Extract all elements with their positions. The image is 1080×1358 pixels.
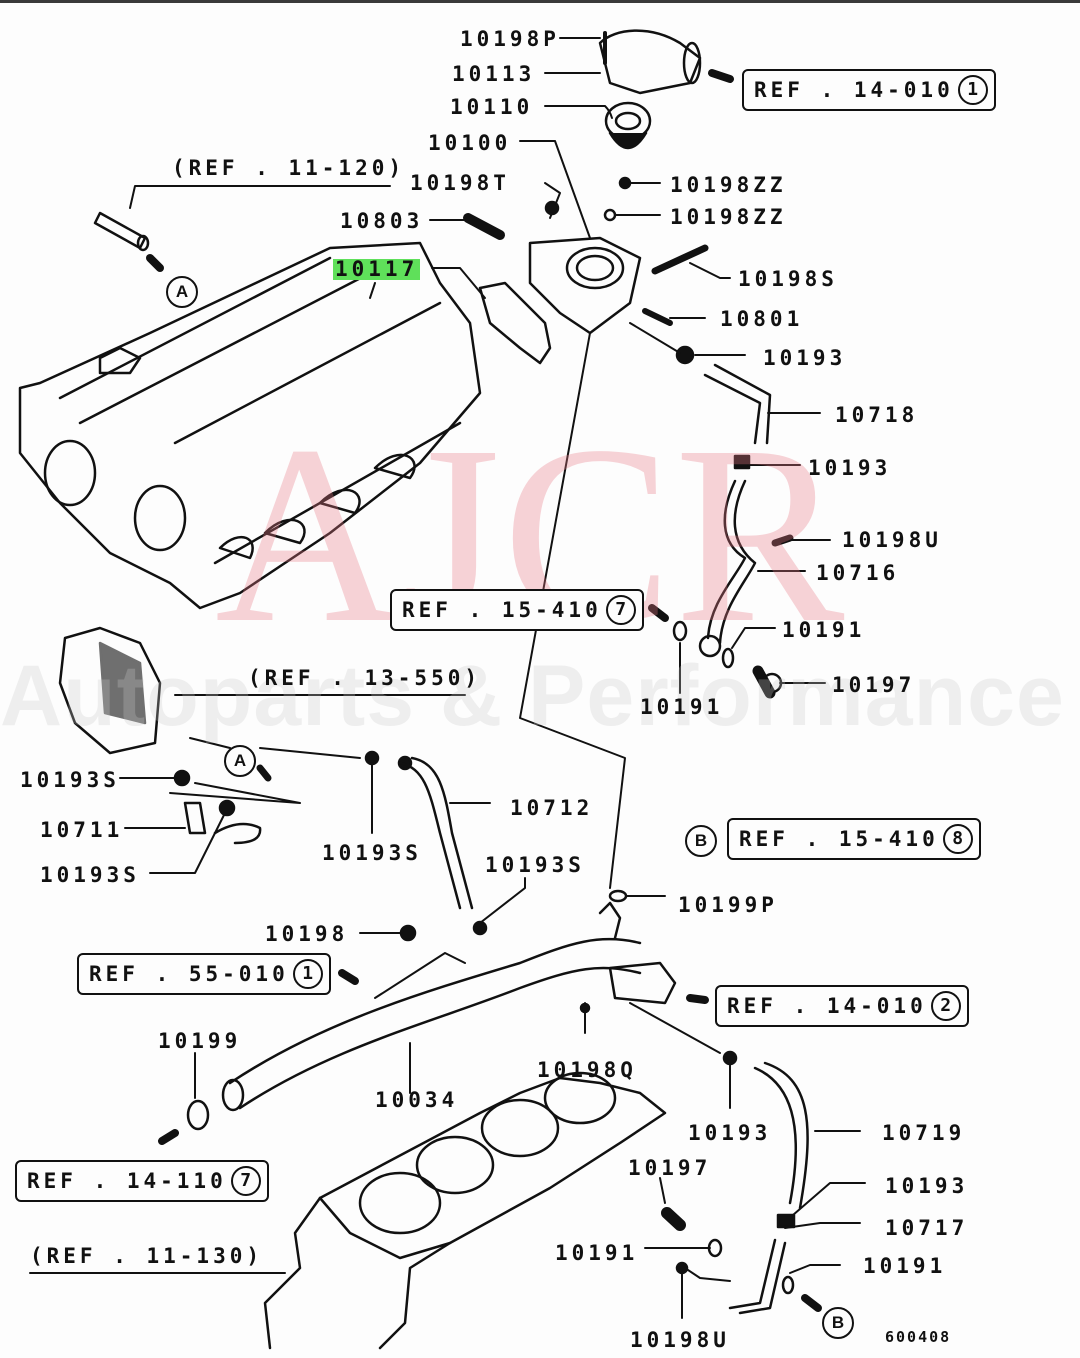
marker-b-upper: B [685, 825, 717, 857]
part-label-10719[interactable]: 10719 [882, 1121, 966, 1145]
part-label-10193-d[interactable]: 10193 [885, 1174, 969, 1198]
ref-circle-number: 1 [292, 959, 323, 989]
ref-box-14-110-7[interactable]: REF . 14-110 7 [15, 1160, 269, 1202]
part-label-10191-d[interactable]: 10191 [863, 1254, 947, 1278]
part-label-10191-c[interactable]: 10191 [555, 1241, 639, 1265]
part-label-10110[interactable]: 10110 [450, 95, 534, 119]
part-label-10193-b[interactable]: 10193 [808, 456, 892, 480]
marker-a-lower: A [224, 745, 256, 777]
part-label-10712[interactable]: 10712 [510, 796, 594, 820]
marker-a-upper: A [166, 276, 198, 308]
ref-11-130[interactable]: (REF . 11-130) [30, 1244, 264, 1268]
part-label-10193S-b[interactable]: 10193S [40, 863, 140, 887]
ref-circle-number: 7 [605, 595, 636, 625]
part-label-10718[interactable]: 10718 [835, 403, 919, 427]
part-label-10193S-d[interactable]: 10193S [485, 853, 585, 877]
ref-text: REF . 14-010 [754, 77, 954, 102]
ref-box-14-010-2[interactable]: REF . 14-010 2 [715, 985, 969, 1027]
part-label-10198U-upper[interactable]: 10198U [842, 528, 942, 552]
part-label-10198T[interactable]: 10198T [410, 171, 510, 195]
part-label-10711[interactable]: 10711 [40, 818, 124, 842]
part-label-10199[interactable]: 10199 [158, 1029, 242, 1053]
ref-box-14-010-1[interactable]: REF . 14-010 1 [742, 69, 996, 111]
marker-b-lower: B [822, 1307, 854, 1339]
ref-circle-number: 2 [930, 991, 961, 1021]
part-label-10193-a[interactable]: 10193 [763, 346, 847, 370]
part-label-10198ZZ-upper[interactable]: 10198ZZ [670, 173, 787, 197]
diagram-line-art [18, 29, 866, 1350]
part-label-10191-a[interactable]: 10191 [782, 618, 866, 642]
part-label-10198Q[interactable]: 10198Q [537, 1058, 637, 1082]
part-label-10113[interactable]: 10113 [452, 62, 536, 86]
ref-box-15-410-8[interactable]: REF . 15-410 8 [727, 818, 981, 860]
part-label-10198U-lower[interactable]: 10198U [630, 1328, 730, 1352]
part-label-10034[interactable]: 10034 [375, 1088, 459, 1112]
ref-text: REF . 55-010 [89, 961, 289, 986]
part-label-10197-upper[interactable]: 10197 [832, 673, 916, 697]
ref-circle-number: 1 [957, 75, 988, 105]
ref-11-120[interactable]: (REF . 11-120) [172, 156, 406, 180]
ref-text: REF . 14-010 [727, 993, 927, 1018]
part-label-10117-highlighted[interactable]: 10117 [333, 257, 421, 281]
ref-box-15-410-7[interactable]: REF . 15-410 7 [390, 589, 644, 631]
part-label-10801[interactable]: 10801 [720, 307, 804, 331]
ref-circle-number: 8 [942, 824, 973, 854]
part-label-10198[interactable]: 10198 [265, 922, 349, 946]
part-label-10716[interactable]: 10716 [816, 561, 900, 585]
part-label-10191-b[interactable]: 10191 [640, 695, 724, 719]
ref-box-55-010-1[interactable]: REF . 55-010 1 [77, 953, 331, 995]
part-label-10198ZZ-lower[interactable]: 10198ZZ [670, 205, 787, 229]
part-label-10197-lower[interactable]: 10197 [628, 1156, 712, 1180]
part-label-10193S-c[interactable]: 10193S [322, 841, 422, 865]
part-label-10803[interactable]: 10803 [340, 209, 424, 233]
ref-13-550[interactable]: (REF . 13-550) [248, 666, 482, 690]
part-label-10193-c[interactable]: 10193 [688, 1121, 772, 1145]
part-label-10717[interactable]: 10717 [885, 1216, 969, 1240]
part-label-10193S-a[interactable]: 10193S [20, 768, 120, 792]
diagram-code: 600408 [885, 1328, 952, 1346]
part-label-10198S[interactable]: 10198S [738, 267, 838, 291]
part-label-10198P[interactable]: 10198P [460, 27, 560, 51]
ref-circle-number: 7 [230, 1166, 261, 1196]
part-label-10199P[interactable]: 10199P [678, 893, 778, 917]
ref-text: REF . 14-110 [27, 1168, 227, 1193]
ref-text: REF . 15-410 [402, 597, 602, 622]
ref-text: REF . 15-410 [739, 826, 939, 851]
part-label-10100[interactable]: 10100 [428, 131, 512, 155]
